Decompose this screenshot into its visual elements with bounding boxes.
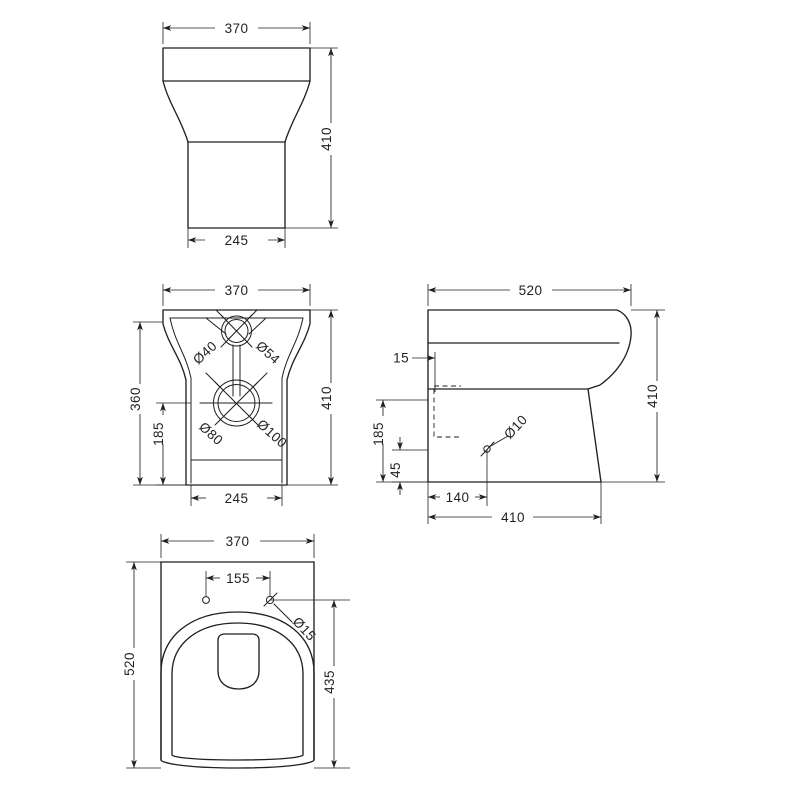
plan-dim-435-label: 435 xyxy=(322,670,337,694)
front-dim-370: 370 xyxy=(162,21,311,44)
rear-dim-360: 360 xyxy=(128,321,186,486)
side-dim-45-label: 45 xyxy=(388,462,403,478)
side-elevation-view: 15 Ø10 520 410 xyxy=(371,283,665,525)
rear-dim-185: 185 xyxy=(151,402,191,486)
plan-dia-15-callout: Ø15 xyxy=(273,603,319,644)
side-dim-410-right-label: 410 xyxy=(645,384,660,408)
front-dim-410: 410 xyxy=(285,47,338,229)
side-dim-140-label: 140 xyxy=(446,490,470,505)
side-dim-520: 520 xyxy=(427,283,632,306)
plan-bowl-inner xyxy=(171,622,304,761)
rear-dim-410: 410 xyxy=(287,309,338,486)
rear-lower-waste-circle xyxy=(199,372,273,427)
rear-dia-40-label: Ø40 xyxy=(190,338,220,367)
plan-dim-520: 520 xyxy=(122,561,161,769)
side-dim-410-bottom: 410 xyxy=(427,482,602,525)
side-fixing-hole: Ø10 xyxy=(480,412,530,457)
plan-outline xyxy=(160,561,315,761)
front-dim-370-label: 370 xyxy=(225,21,249,36)
plan-dim-370: 370 xyxy=(160,534,315,558)
plan-flush-aperture xyxy=(217,633,260,690)
side-dim-140: 140 xyxy=(427,450,488,506)
plan-fixing-hole-left xyxy=(202,596,210,604)
front-pan-outline xyxy=(162,47,311,229)
front-dim-245: 245 xyxy=(187,228,286,248)
plan-dim-370-label: 370 xyxy=(226,534,250,549)
plan-bowl-outer xyxy=(160,611,315,769)
rear-upper-waste-circle xyxy=(215,309,258,348)
side-dim-15-label: 15 xyxy=(393,351,409,366)
rear-elevation-view: Ø40 Ø54 Ø80 Ø100 370 410 360 xyxy=(128,283,338,506)
side-dim-185-label: 185 xyxy=(371,422,386,446)
plan-dim-155: 155 xyxy=(205,571,271,596)
side-pan-outline xyxy=(427,309,632,483)
side-dim-45: 45 xyxy=(388,437,428,495)
rear-dim-360-label: 360 xyxy=(128,387,143,411)
rear-dia-80-label: Ø80 xyxy=(196,419,226,448)
rear-dim-245-label: 245 xyxy=(225,491,249,506)
rear-dim-245: 245 xyxy=(190,485,283,506)
plan-view: Ø15 370 155 520 xyxy=(122,534,350,769)
plan-dim-520-label: 520 xyxy=(122,652,137,676)
front-elevation-view: 370 410 245 xyxy=(162,21,338,248)
rear-dim-185-label: 185 xyxy=(151,422,166,446)
plan-fixing-holes xyxy=(202,592,278,607)
rear-dia-54-label: Ø54 xyxy=(253,338,283,367)
rear-pan-outline xyxy=(162,309,311,486)
rear-dim-410-label: 410 xyxy=(319,386,334,410)
front-dim-410-label: 410 xyxy=(319,127,334,151)
rear-dia-100-label: Ø100 xyxy=(254,416,290,450)
front-dim-245-label: 245 xyxy=(225,233,249,248)
side-dim-520-label: 520 xyxy=(519,283,543,298)
rear-dim-370-label: 370 xyxy=(225,283,249,298)
plan-dim-155-label: 155 xyxy=(226,571,250,586)
side-dim-410-right: 410 xyxy=(601,309,665,483)
side-hidden-detail xyxy=(433,385,461,438)
side-dim-410-bottom-label: 410 xyxy=(501,510,525,525)
rear-dim-370: 370 xyxy=(162,283,311,306)
plan-dim-435: 435 xyxy=(270,599,350,769)
side-dim-15: 15 xyxy=(393,351,436,392)
